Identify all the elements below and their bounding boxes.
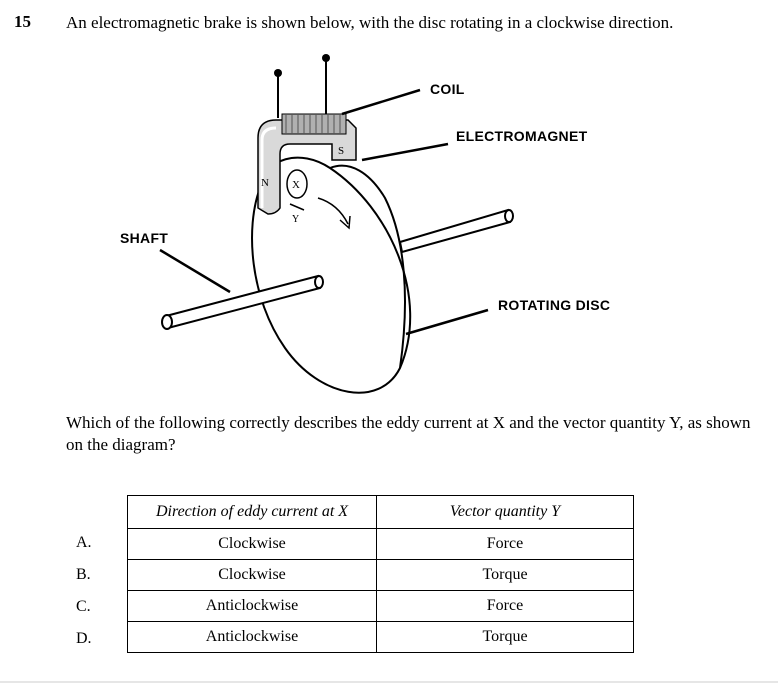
- vector-cell: Torque: [376, 559, 634, 591]
- table-row[interactable]: Clockwise Force: [127, 528, 634, 560]
- question-number: 15: [14, 12, 31, 31]
- coil-label: COIL: [430, 81, 465, 97]
- eddy-cell: Anticlockwise: [127, 590, 377, 622]
- coil-lead-terminal: [322, 54, 330, 62]
- table-header-row: Direction of eddy current at X Vector qu…: [127, 495, 634, 529]
- coil-leads: [277, 60, 327, 118]
- header-vector-quantity: Vector quantity Y: [376, 495, 634, 529]
- table-row[interactable]: Clockwise Torque: [127, 559, 634, 591]
- option-letter-a[interactable]: A.: [76, 534, 92, 551]
- south-pole-label: S: [338, 145, 344, 157]
- north-pole-label: N: [261, 177, 269, 189]
- electromagnetic-brake-diagram: N S X Y COIL ELECTROMAGNET SHAFT ROTATIN…: [120, 54, 610, 394]
- shaft-front: [161, 274, 324, 330]
- option-letters: A. B. C. D.: [76, 527, 92, 655]
- question-text: An electromagnetic brake is shown below,…: [66, 13, 674, 32]
- eddy-cell: Clockwise: [127, 528, 377, 560]
- vector-cell: Force: [376, 528, 634, 560]
- shaft-rear: [398, 208, 514, 254]
- eddy-cell: Anticlockwise: [127, 621, 377, 653]
- electromagnet-label: ELECTROMAGNET: [456, 128, 588, 144]
- header-eddy-current: Direction of eddy current at X: [127, 495, 377, 529]
- vector-y-label: Y: [292, 214, 299, 225]
- vector-cell: Force: [376, 590, 634, 622]
- table-row[interactable]: Anticlockwise Force: [127, 590, 634, 622]
- label-leader-lines: [159, 88, 489, 336]
- vector-y-arrow: [289, 203, 305, 211]
- answer-options-table: Direction of eddy current at X Vector qu…: [127, 495, 634, 653]
- option-letter-d[interactable]: D.: [76, 630, 92, 647]
- rotating-disc-label: ROTATING DISC: [498, 297, 610, 313]
- option-letter-b[interactable]: B.: [76, 566, 91, 583]
- question-prompt: Which of the following correctly describ…: [66, 413, 751, 454]
- table-row[interactable]: Anticlockwise Torque: [127, 621, 634, 653]
- electromagnet-core: [257, 113, 357, 215]
- eddy-cell: Clockwise: [127, 559, 377, 591]
- shaft-label: SHAFT: [120, 230, 168, 246]
- option-letter-c[interactable]: C.: [76, 598, 91, 615]
- page-bottom-divider: [0, 681, 778, 683]
- coil-lead-terminal: [274, 69, 282, 77]
- point-x-label: X: [292, 179, 300, 191]
- rotation-arrow: [317, 197, 351, 230]
- vector-cell: Torque: [376, 621, 634, 653]
- point-x-circle: [286, 169, 308, 199]
